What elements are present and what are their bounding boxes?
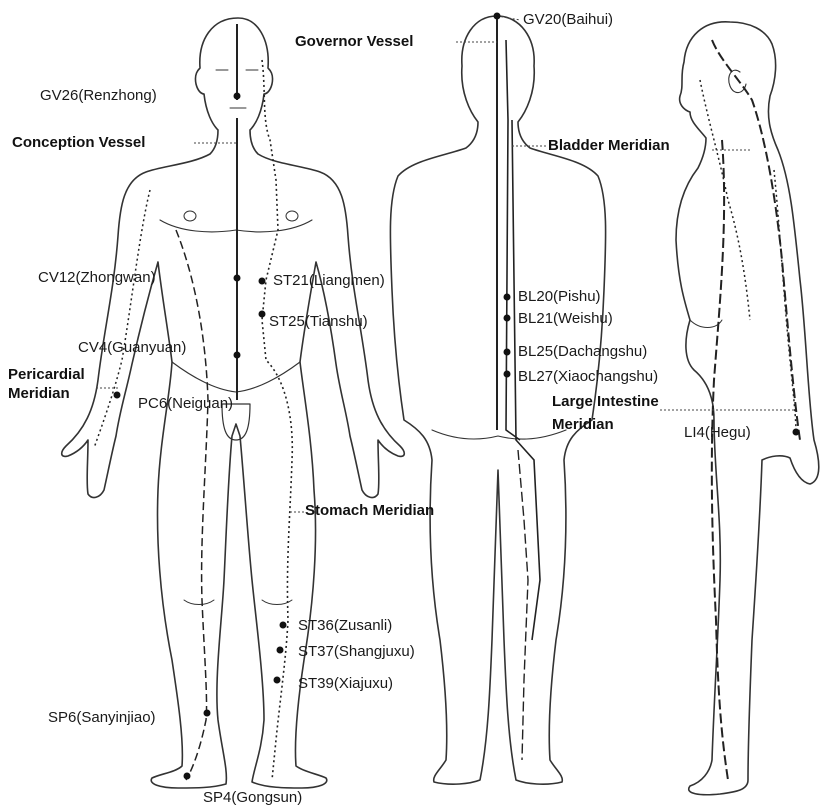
label-li4: LI4(Hegu) bbox=[684, 425, 751, 441]
dot-bl20 bbox=[504, 294, 511, 301]
front-knee-lines bbox=[184, 600, 292, 605]
dot-bl25 bbox=[504, 349, 511, 356]
dot-gv20 bbox=[494, 13, 501, 20]
dot-cv4 bbox=[234, 352, 241, 359]
label-bl21: BL21(Weishu) bbox=[518, 311, 613, 327]
dot-bl21 bbox=[504, 315, 511, 322]
front-right-nipple bbox=[286, 211, 298, 221]
dot-gv26 bbox=[234, 93, 241, 100]
back-hip-line bbox=[432, 430, 566, 439]
dot-pc6 bbox=[114, 392, 121, 399]
label-st36: ST36(Zusanli) bbox=[298, 618, 392, 634]
label-governor-vessel: Governor Vessel bbox=[295, 34, 413, 50]
label-large-intestine-1: Large Intestine bbox=[552, 394, 659, 410]
label-sp4: SP4(Gongsun) bbox=[203, 790, 302, 806]
label-gv26: GV26(Renzhong) bbox=[40, 88, 157, 104]
label-pericardial-2: Meridian bbox=[8, 386, 70, 402]
label-bl25: BL25(Dachangshu) bbox=[518, 344, 647, 360]
dot-sp6 bbox=[204, 710, 211, 717]
label-bladder-meridian: Bladder Meridian bbox=[548, 138, 670, 154]
label-bl27: BL27(Xiaochangshu) bbox=[518, 369, 658, 385]
label-bl20: BL20(Pishu) bbox=[518, 289, 601, 305]
label-sp6: SP6(Sanyinjiao) bbox=[48, 710, 156, 726]
bladder-side-line bbox=[712, 40, 800, 440]
side-figure bbox=[676, 22, 819, 795]
label-st37: ST37(Shangjuxu) bbox=[298, 644, 415, 660]
label-st39: ST39(Xiajuxu) bbox=[298, 676, 393, 692]
label-large-intestine-2: Meridian bbox=[552, 417, 614, 433]
side-ear bbox=[729, 70, 746, 92]
front-left-nipple bbox=[184, 211, 196, 221]
gallbladder-side-line bbox=[712, 140, 728, 780]
label-st25: ST25(Tianshu) bbox=[269, 314, 368, 330]
dot-st37 bbox=[277, 647, 284, 654]
large-intestine-back-line bbox=[518, 450, 528, 760]
stomach-meridian-line bbox=[262, 60, 292, 780]
label-conception-vessel: Conception Vessel bbox=[12, 135, 145, 151]
label-pericardial-1: Pericardial bbox=[8, 367, 85, 383]
dot-st25 bbox=[259, 311, 266, 318]
dot-st21 bbox=[259, 278, 266, 285]
dot-st36 bbox=[280, 622, 287, 629]
dot-cv12 bbox=[234, 275, 241, 282]
dot-li4 bbox=[793, 429, 800, 436]
label-st21: ST21(Liangmen) bbox=[273, 273, 385, 289]
dot-st39 bbox=[274, 677, 281, 684]
label-cv12: CV12(Zhongwan) bbox=[38, 270, 156, 286]
label-pc6: PC6(Neiguan) bbox=[138, 396, 233, 412]
label-cv4: CV4(Guanyuan) bbox=[78, 340, 186, 356]
spleen-meridian-line bbox=[176, 230, 208, 780]
dot-sp4 bbox=[184, 773, 191, 780]
side-body-outline bbox=[676, 22, 819, 795]
label-gv20: GV20(Baihui) bbox=[523, 12, 613, 28]
dot-bl27 bbox=[504, 371, 511, 378]
label-stomach-meridian: Stomach Meridian bbox=[305, 503, 434, 519]
